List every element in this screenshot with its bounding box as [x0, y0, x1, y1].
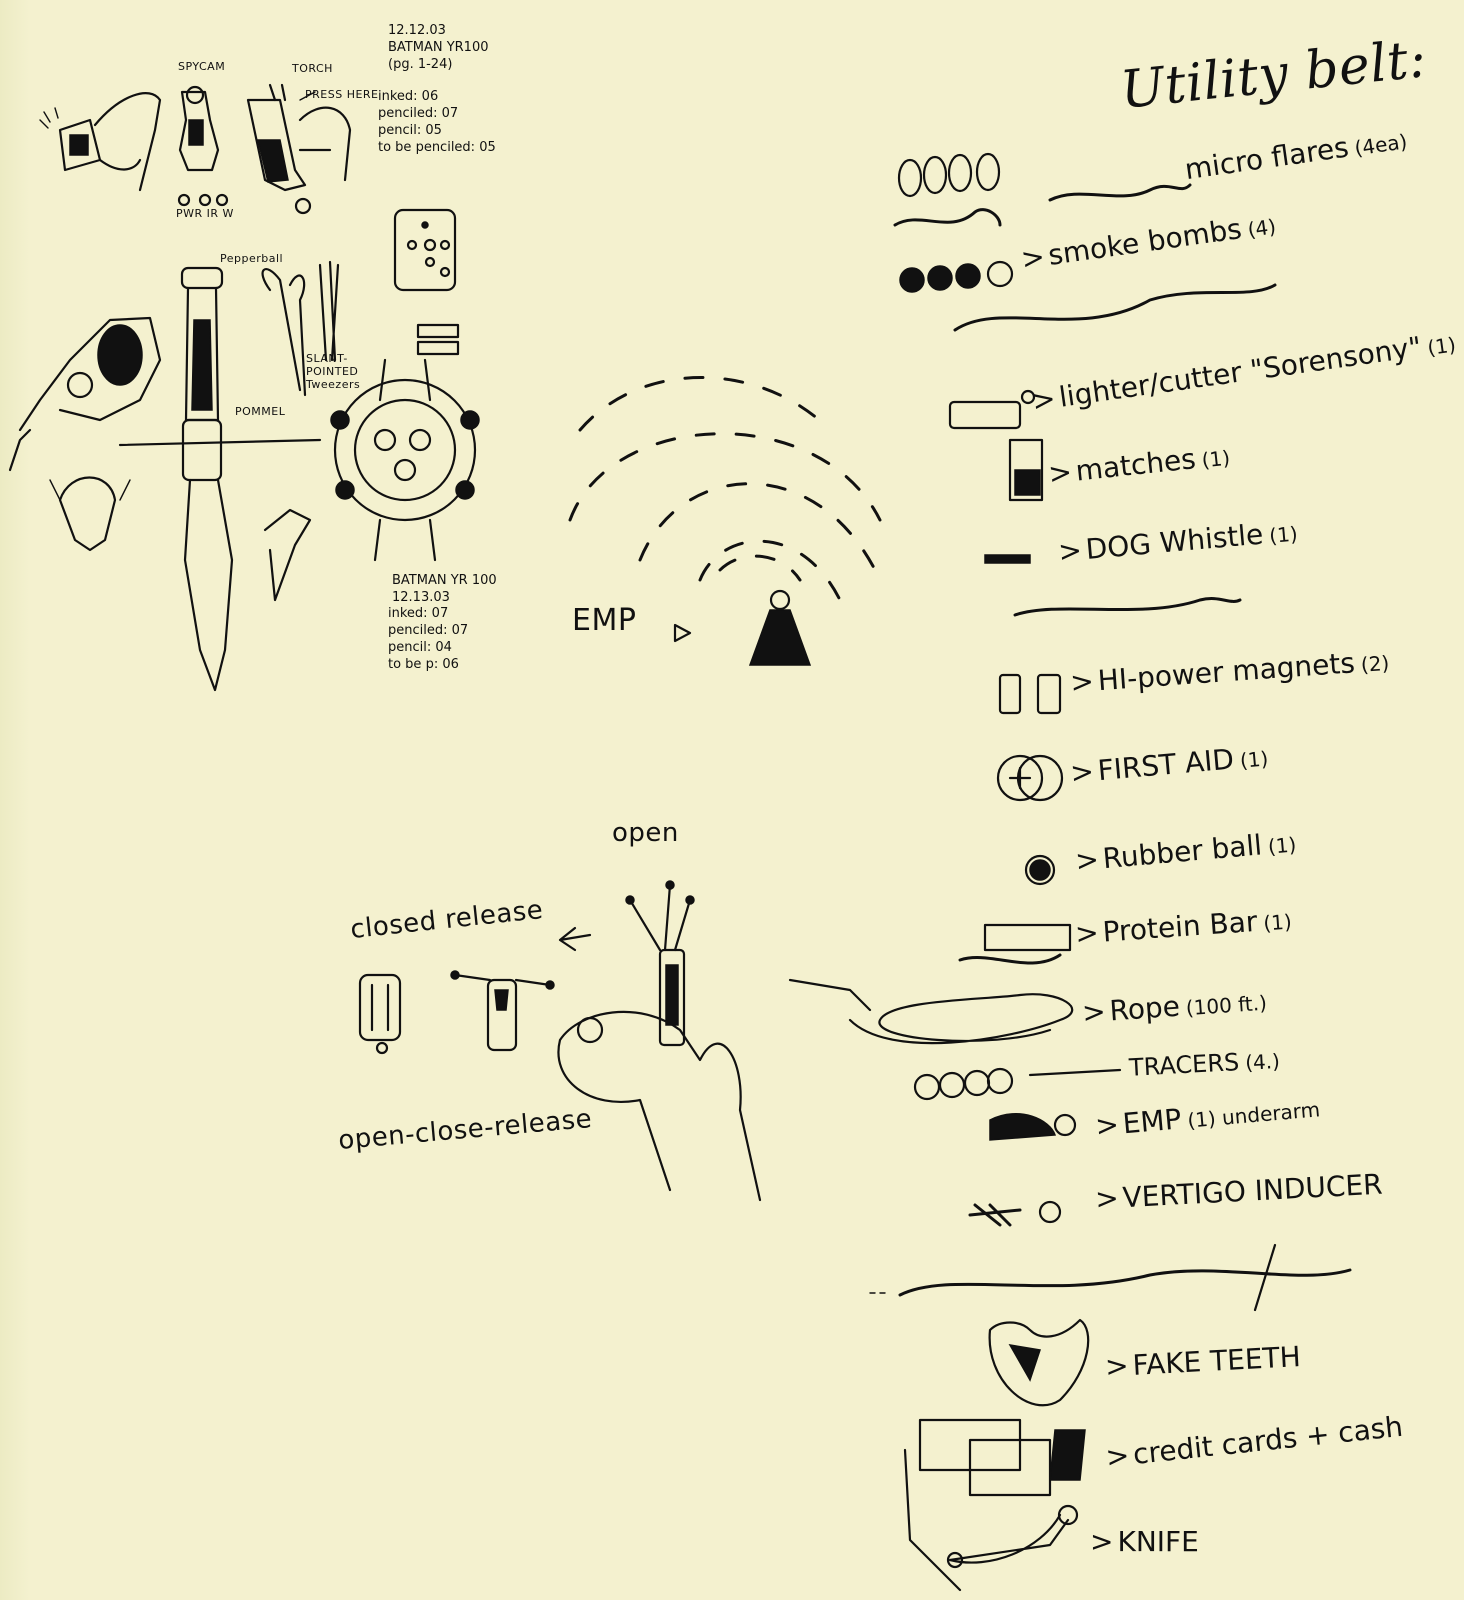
emp-wave-sketch: [568, 376, 882, 666]
note-date: 12.12.03: [388, 23, 446, 38]
progress-note-1: inked: 06 penciled: 07 pencil: 05 to be …: [378, 88, 496, 156]
belt-item-knife: >KNIFE: [1090, 1525, 1199, 1558]
press-here-label: PRESS HERE: [305, 88, 379, 101]
progress-note-2: inked: 07 penciled: 07 pencil: 04 to be …: [388, 605, 468, 673]
belt-item-label: Rope: [1108, 989, 1181, 1028]
belt-item-count: (1): [1268, 521, 1299, 548]
progress-line: inked: 07: [388, 606, 449, 621]
spycam-label: SPYCAM: [178, 60, 226, 73]
progress-line: penciled: 07: [388, 623, 469, 638]
date-note-1: 12.12.03 BATMAN YR100 (pg. 1-24): [388, 22, 489, 73]
note-pages: (pg. 1-24): [388, 57, 453, 72]
small-tool-sketch: [49, 476, 312, 602]
belt-item-count: (1): [1425, 332, 1458, 361]
note-date: 12.13.03: [392, 590, 450, 605]
pepperball-label: Pepperball: [220, 252, 284, 265]
progress-line: to be p: 06: [388, 657, 459, 672]
progress-line: to be penciled: 05: [378, 140, 496, 155]
progress-line: pencil: 04: [388, 640, 452, 655]
watch-sketch: [330, 358, 480, 562]
open-label: open: [612, 818, 679, 848]
belt-item-label: KNIFE: [1117, 1525, 1199, 1558]
pommel-knife-sketch: [118, 266, 322, 692]
note-project: BATMAN YR100: [388, 40, 489, 55]
progress-line: pencil: 05: [378, 123, 442, 138]
progress-line: penciled: 07: [378, 106, 459, 121]
tweezers-label: SLANT-POINTED Tweezers: [306, 352, 361, 391]
progress-line: inked: 06: [378, 89, 439, 104]
spycam-hand-sketch: [39, 92, 162, 192]
date-note-2: BATMAN YR 100 12.13.03: [392, 572, 497, 606]
emp-label: EMP: [572, 603, 637, 638]
device-panel-sketch: [393, 208, 460, 356]
modes-label: PWR IR W: [176, 207, 234, 220]
spycam-device-sketch: [177, 85, 229, 207]
belt-item-count: (4ea): [1352, 129, 1409, 161]
belt-items-sketches: [788, 152, 1352, 1592]
torch-sketch: [246, 83, 352, 215]
pommel-label: POMMEL: [235, 405, 286, 418]
belt-item-count: (100 ft.): [1185, 990, 1268, 1021]
belt-item-count: (1): [1238, 746, 1270, 773]
belt-item-count: (4.): [1244, 1048, 1281, 1075]
belt-item-count: (4): [1246, 214, 1278, 242]
torch-label: TORCH: [292, 62, 333, 75]
tweezers-sketch: [261, 260, 340, 397]
belt-item-count: (2): [1360, 650, 1391, 677]
note-project: BATMAN YR 100: [392, 573, 497, 588]
pepperball-hand-sketch: [8, 316, 162, 472]
tracer-device-sketch: [358, 880, 762, 1202]
belt-item-label: TRACERS: [1128, 1048, 1240, 1082]
belt-item-label: EMP: [1121, 1102, 1183, 1141]
belt-item-count: (1): [1266, 832, 1298, 859]
belt-item-count: (1): [1262, 909, 1293, 936]
belt-item-count: (1): [1200, 445, 1232, 473]
